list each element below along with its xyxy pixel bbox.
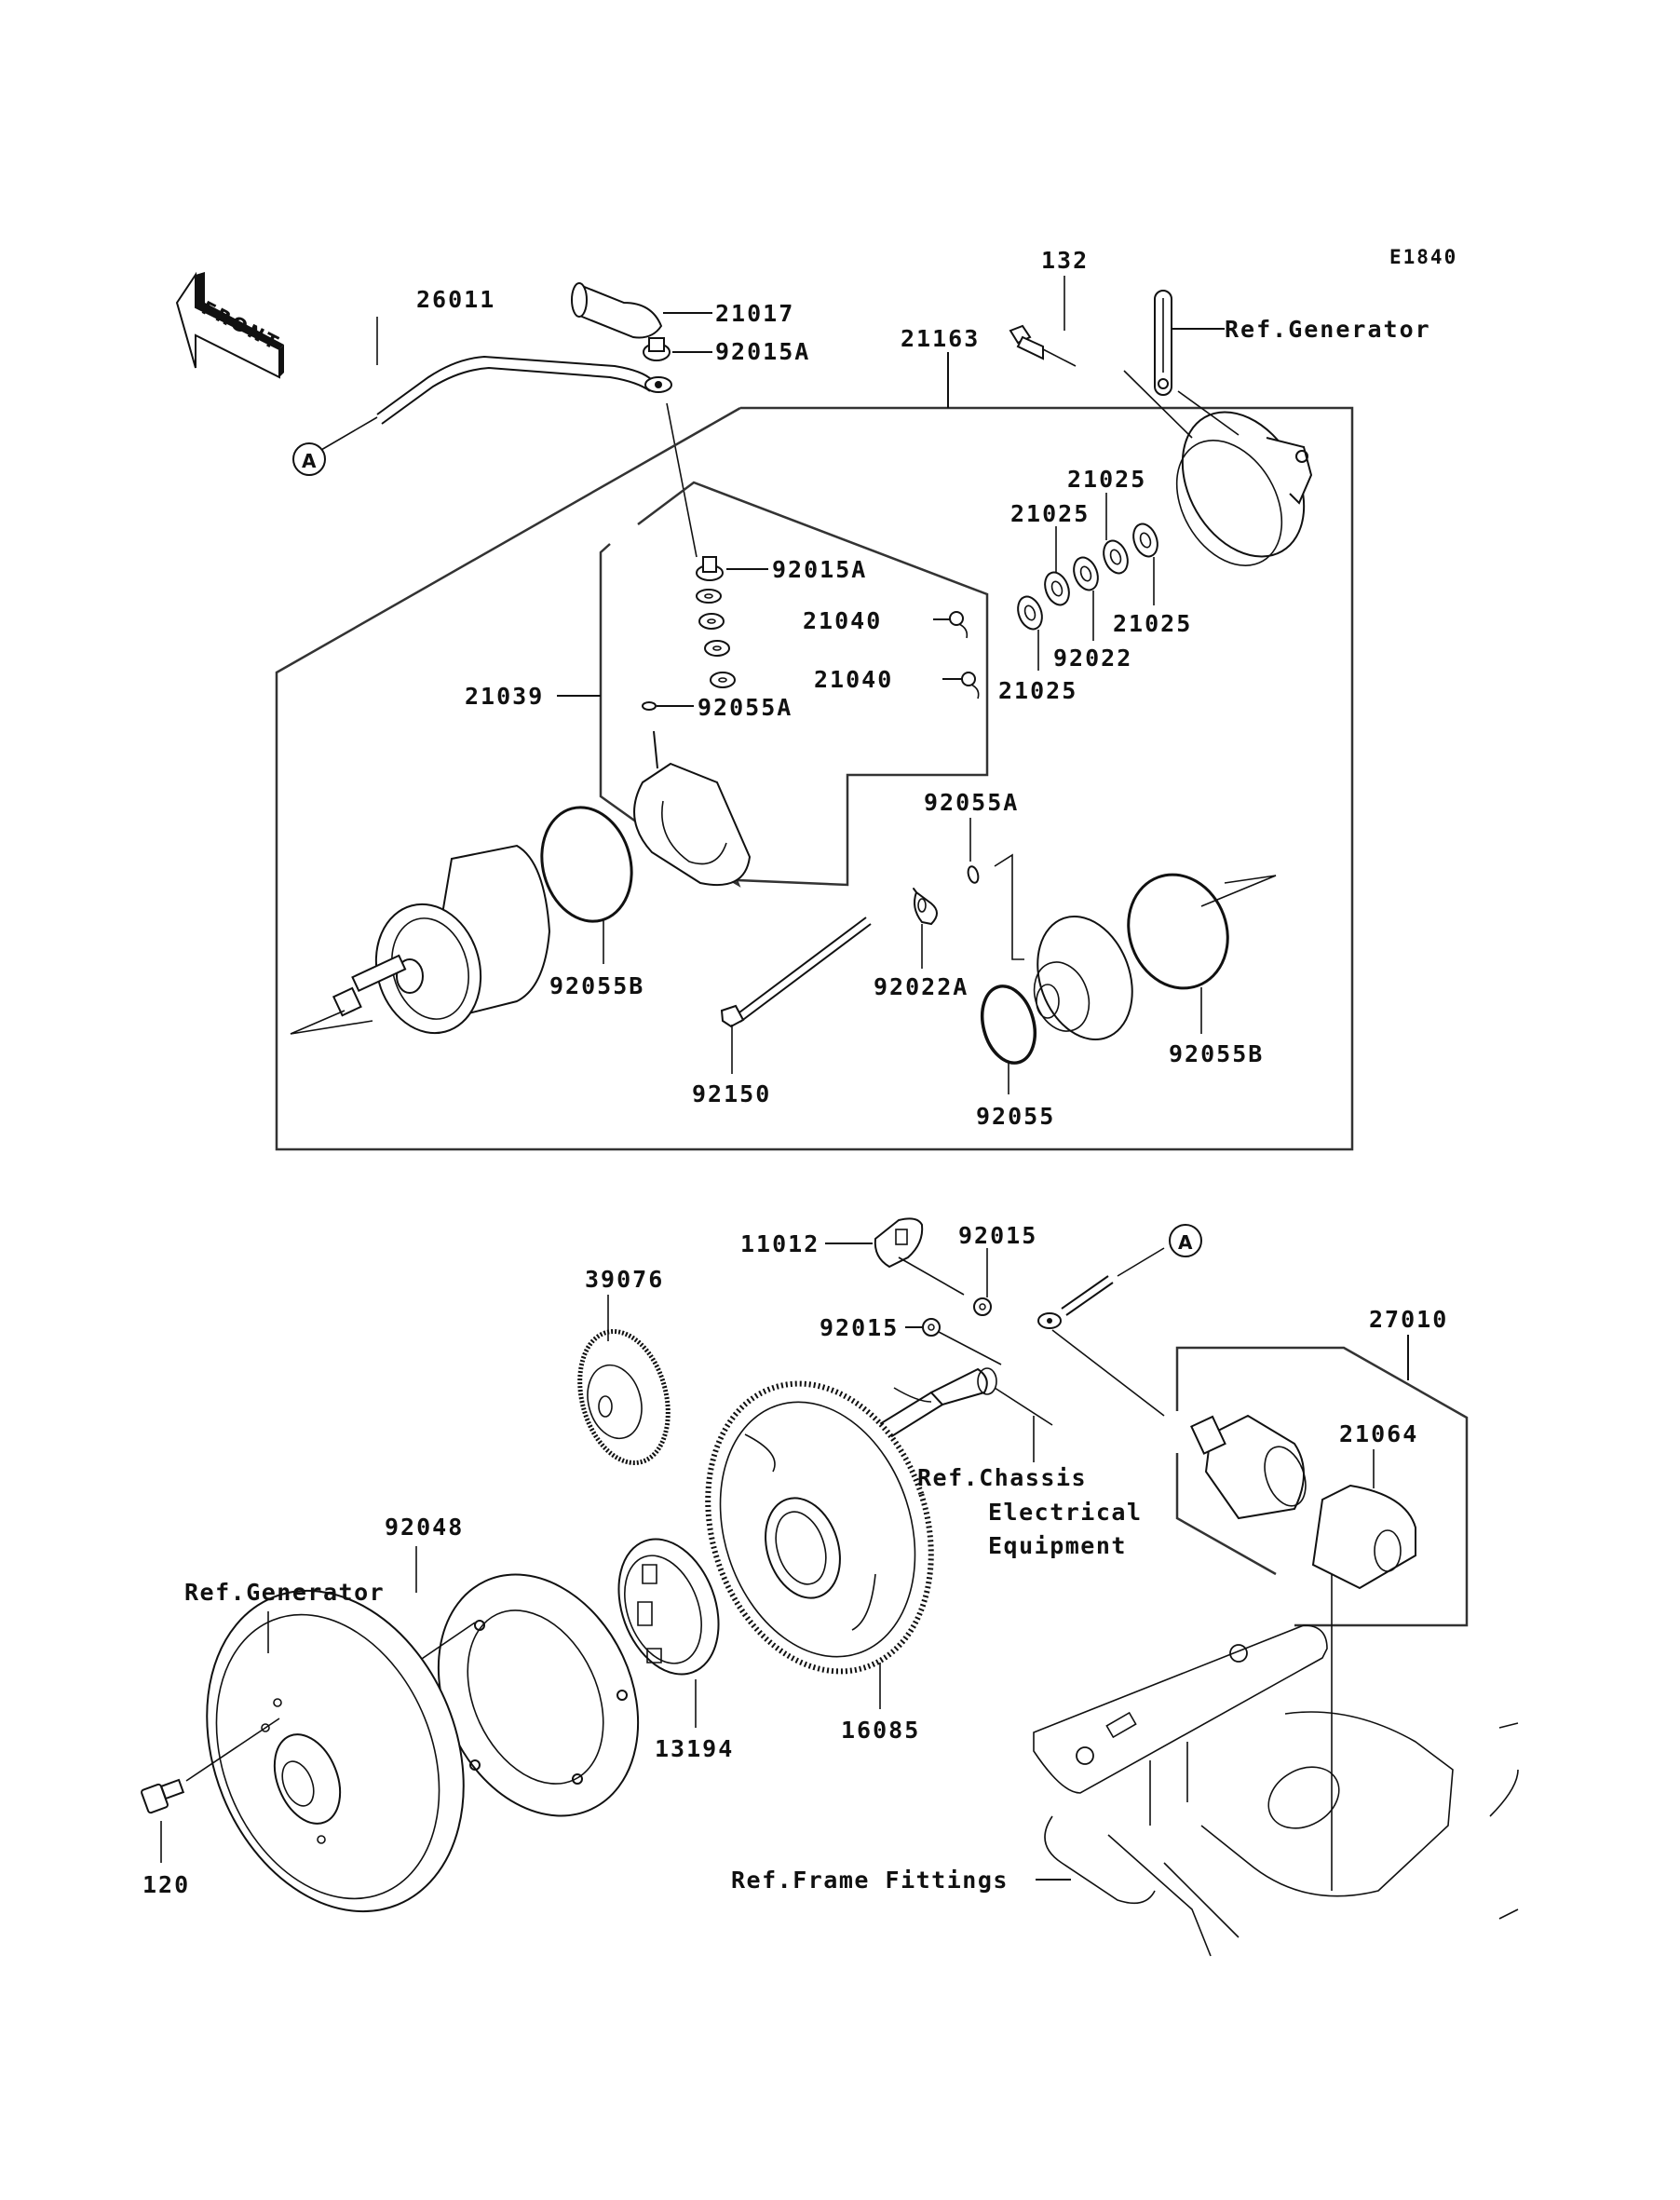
- callout-92055: 92055: [976, 1103, 1055, 1130]
- diagram-code: E1840: [1389, 246, 1457, 268]
- nut-92015A-top[interactable]: [643, 337, 671, 361]
- callout-21025-c: 21025: [1113, 610, 1192, 637]
- bolt-132[interactable]: [1009, 324, 1077, 367]
- callout-92048: 92048: [385, 1514, 464, 1541]
- callout-92055B-a: 92055B: [549, 972, 644, 999]
- callout-13194: 13194: [655, 1735, 734, 1762]
- insulator-washers[interactable]: [696, 589, 736, 688]
- connector-a-marker-bottom[interactable]: A: [1169, 1224, 1202, 1257]
- callout-92015-a: 92015: [958, 1222, 1037, 1249]
- bolt-120[interactable]: [141, 1778, 185, 1814]
- washer-21025-d[interactable]: [1130, 521, 1162, 560]
- washer-21025-c[interactable]: [1100, 537, 1132, 577]
- starter-relay[interactable]: [1190, 1414, 1313, 1520]
- callout-92055A-a: 92055A: [698, 694, 793, 721]
- one-way-clutch-13194[interactable]: [601, 1525, 736, 1688]
- relay-cover-21064[interactable]: [1311, 1484, 1416, 1590]
- chassis-wire-harness[interactable]: [869, 1367, 1053, 1444]
- callout-92015-b: 92015: [820, 1314, 899, 1341]
- callout-21025-b: 21025: [1067, 466, 1146, 493]
- ref-generator-top: Ref.Generator: [1225, 316, 1431, 343]
- nut-92015A-mid[interactable]: [696, 556, 724, 581]
- terminal-cap-11012[interactable]: [874, 1217, 924, 1269]
- callout-92055B-b: 92055B: [1169, 1040, 1264, 1067]
- terminal-cap-21017[interactable]: [571, 282, 663, 339]
- ref-frame-fittings: Ref.Frame Fittings: [731, 1867, 1009, 1894]
- brush-holder-plate[interactable]: [633, 730, 752, 887]
- oring-92055A-b[interactable]: [967, 865, 980, 884]
- brush-spring-21040-a[interactable]: [949, 611, 969, 639]
- callout-27010: 27010: [1369, 1306, 1448, 1333]
- washer-21025-a[interactable]: [1014, 593, 1047, 632]
- starter-relay-box-27010: [1175, 1346, 1469, 1627]
- starter-gear-16085[interactable]: [672, 1354, 967, 1701]
- callout-92150: 92150: [692, 1080, 771, 1107]
- motor-yoke[interactable]: [332, 844, 551, 1045]
- end-cover-housing[interactable]: [1156, 390, 1329, 584]
- callout-26011: 26011: [416, 286, 495, 313]
- ref-chassis-line3: Equipment: [988, 1532, 1127, 1559]
- ref-chassis-line1: Ref.Chassis: [917, 1464, 1087, 1491]
- frame-fittings[interactable]: [1033, 1574, 1519, 1957]
- front-arrow-icon: FRONT: [175, 271, 284, 379]
- callout-21040-b: 21040: [814, 666, 893, 693]
- callout-39076: 39076: [585, 1266, 664, 1293]
- oring-92055B-b[interactable]: [1113, 861, 1243, 1002]
- callout-92055A-b: 92055A: [924, 789, 1019, 816]
- callout-21040-a: 21040: [803, 607, 882, 634]
- oring-92055B-a[interactable]: [530, 797, 644, 931]
- callout-21025-a: 21025: [1010, 500, 1090, 527]
- connector-a-marker-top[interactable]: A: [292, 442, 326, 476]
- callout-132: 132: [1041, 247, 1089, 274]
- callout-120: 120: [142, 1871, 190, 1898]
- callout-11012: 11012: [740, 1230, 820, 1257]
- idle-gear-39076[interactable]: [566, 1322, 682, 1473]
- brush-holder-box-21039: [599, 481, 989, 888]
- oring-92055A-a[interactable]: [642, 701, 657, 711]
- callout-21039: 21039: [465, 683, 544, 710]
- generator-bracket[interactable]: [1154, 290, 1172, 396]
- connector-a-label: A: [302, 450, 317, 472]
- brush-spring-21040-b[interactable]: [961, 672, 980, 699]
- plate-washer-92022A[interactable]: [913, 888, 938, 926]
- ref-chassis-line2: Electrical: [988, 1499, 1143, 1526]
- ref-generator-bottom: Ref.Generator: [184, 1579, 385, 1606]
- callout-92015A-top: 92015A: [715, 338, 810, 365]
- cable-lower[interactable]: [1037, 1247, 1165, 1417]
- callout-21064: 21064: [1339, 1420, 1418, 1447]
- oring-92055[interactable]: [974, 980, 1043, 1068]
- washer-92022[interactable]: [1070, 554, 1103, 593]
- front-cover[interactable]: [1022, 903, 1149, 1053]
- callout-21163: 21163: [901, 325, 980, 352]
- generator-rotor[interactable]: [161, 1552, 509, 1949]
- through-bolt-92150[interactable]: [720, 917, 872, 1028]
- nut-92015-b[interactable]: [922, 1318, 941, 1337]
- washer-21025-b[interactable]: [1041, 569, 1074, 608]
- callout-21025-d: 21025: [998, 677, 1077, 704]
- connector-a-label-bottom: A: [1178, 1231, 1193, 1254]
- cable-26011[interactable]: [320, 355, 672, 451]
- nut-92015-a[interactable]: [973, 1297, 992, 1316]
- callout-21017: 21017: [715, 300, 794, 327]
- callout-92015A-mid: 92015A: [772, 556, 867, 583]
- callout-92022: 92022: [1053, 645, 1132, 672]
- callout-16085: 16085: [841, 1717, 920, 1744]
- callout-92022A: 92022A: [874, 973, 969, 1000]
- assembly-box-21163: [275, 406, 1354, 1151]
